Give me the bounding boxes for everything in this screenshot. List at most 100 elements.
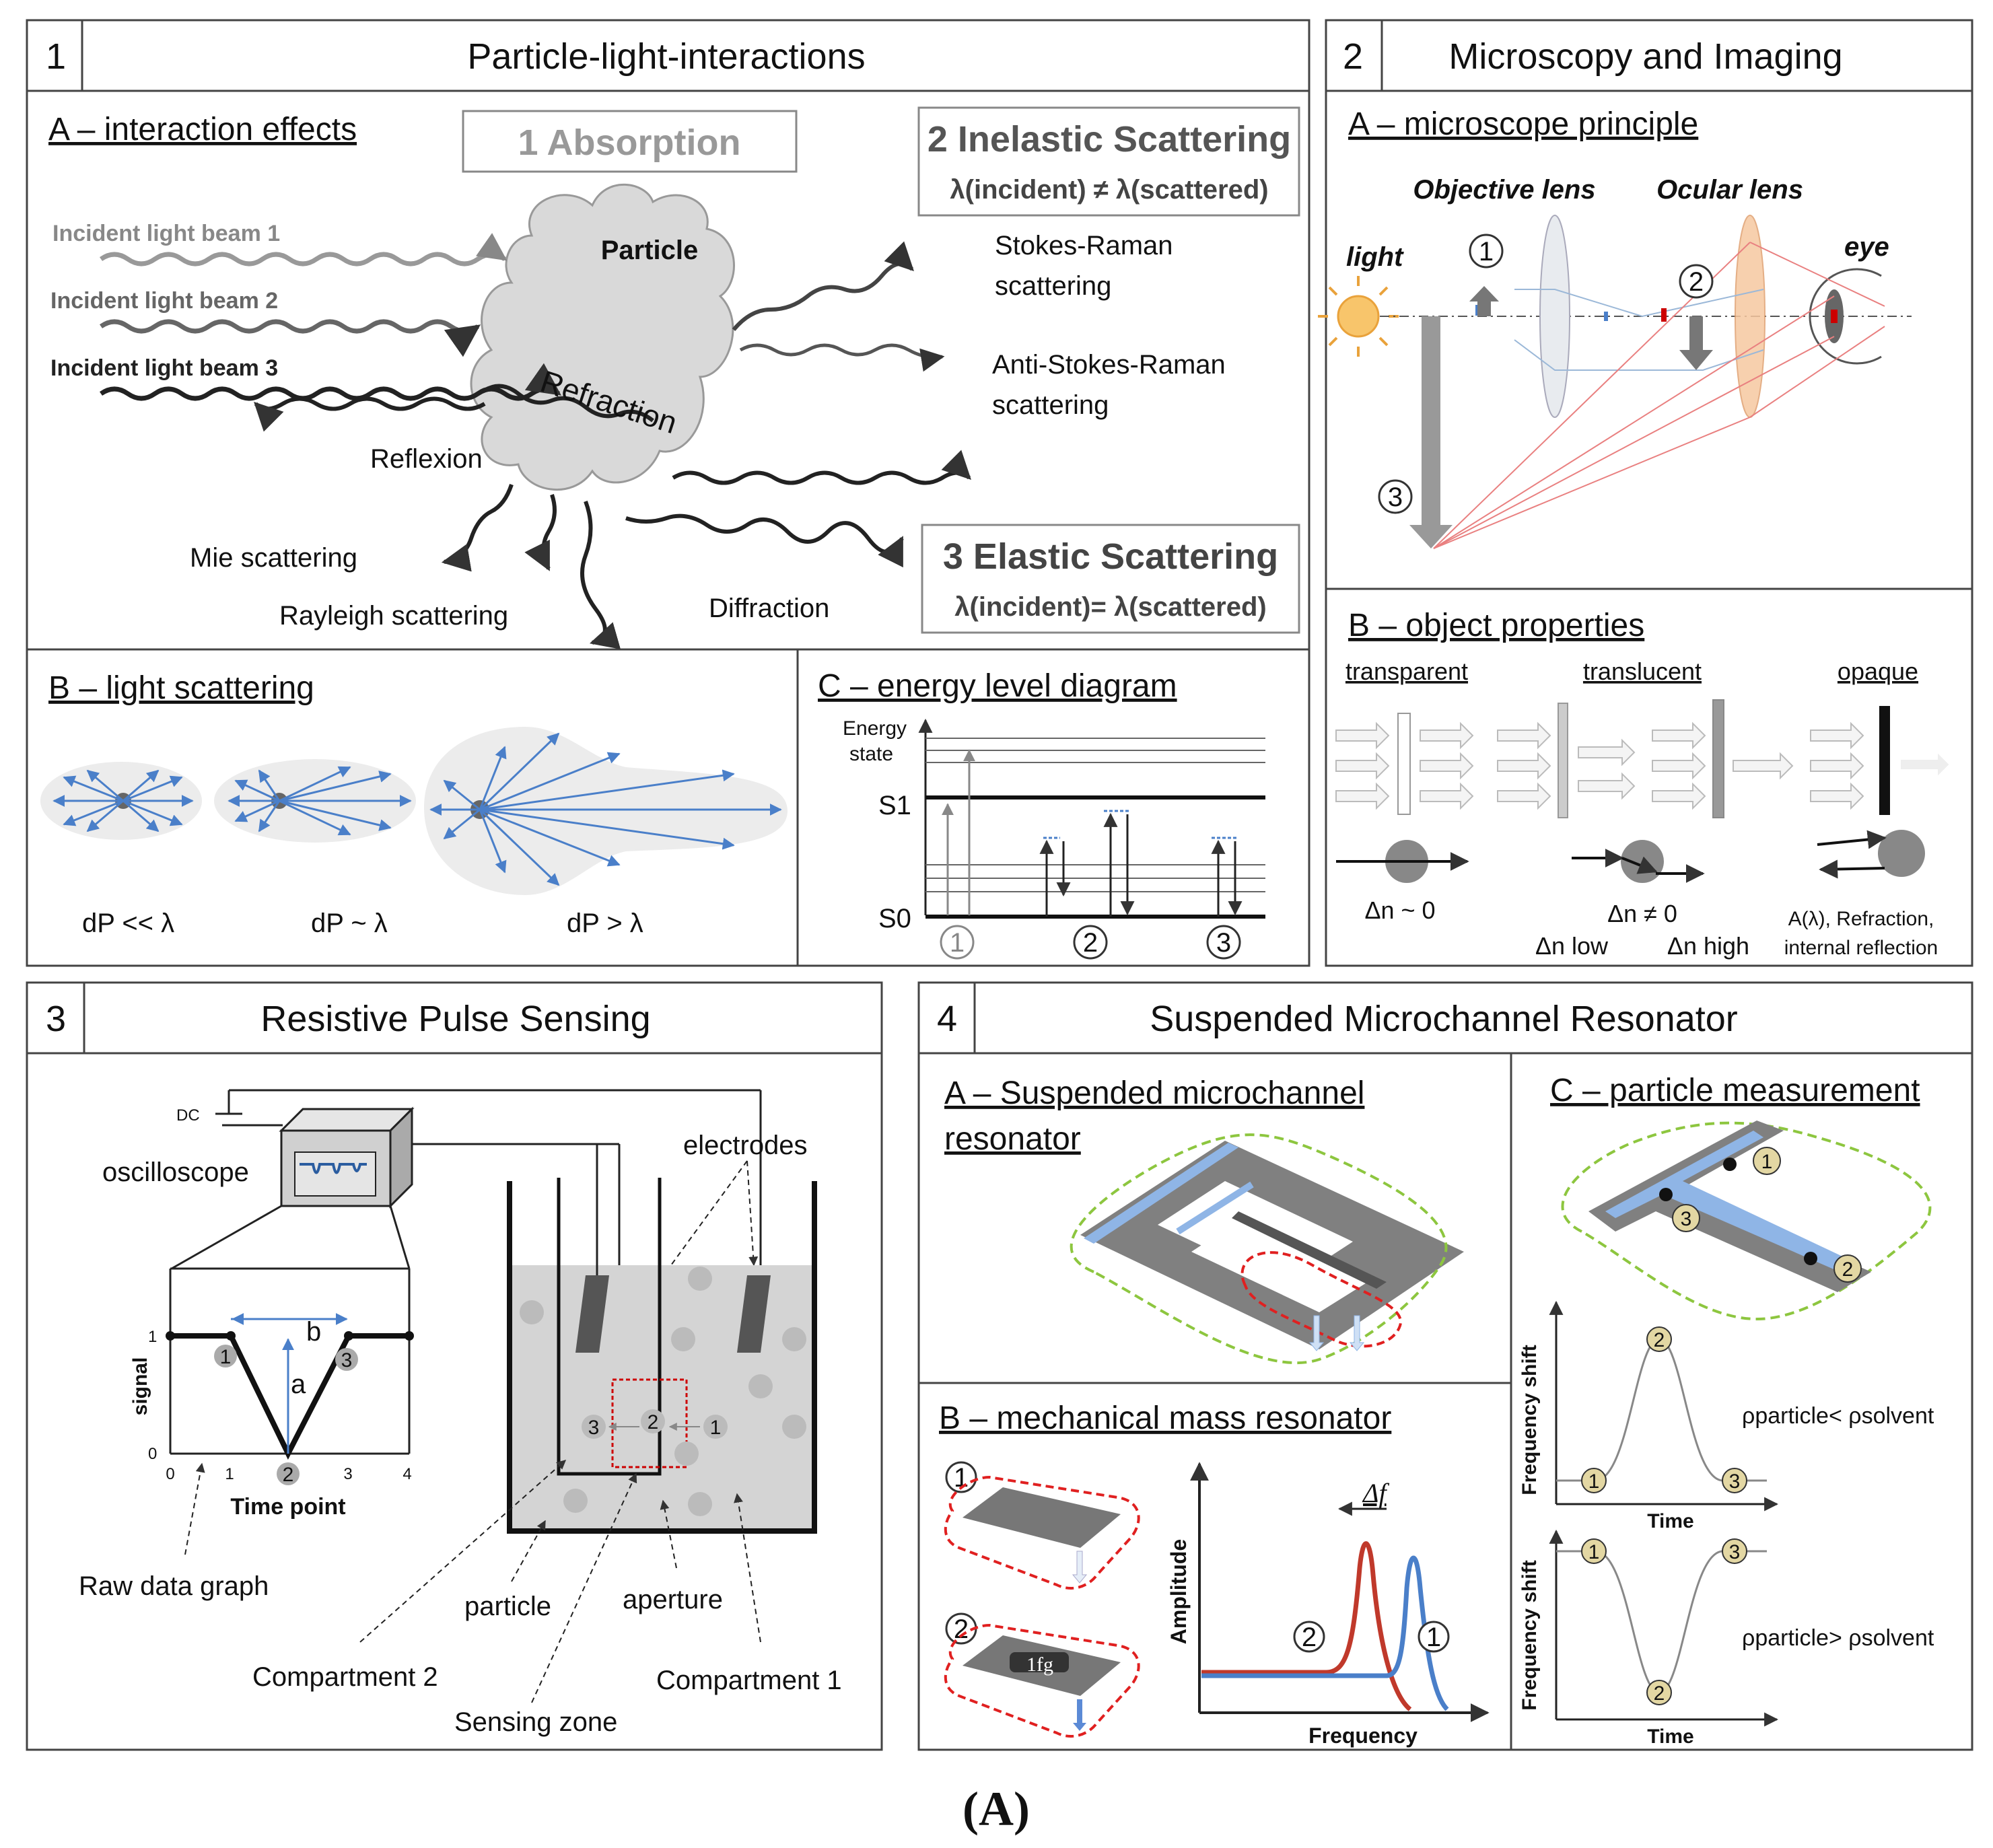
svg-text:3: 3: [1388, 483, 1403, 512]
dn-nonzero-label: Δn ≠ 0: [1607, 900, 1677, 927]
time-point-label: Time point: [230, 1494, 345, 1520]
inelastic-title: 2 Inelastic Scattering: [928, 119, 1291, 159]
energy-axis-label-1: Energy: [843, 717, 907, 740]
freq-shift-label-2: Frequency shift: [1518, 1560, 1541, 1710]
energy-axis-label-2: state: [849, 743, 893, 765]
dc-label: DC: [176, 1106, 200, 1125]
opaque-label: opaque: [1838, 658, 1918, 685]
svg-text:1: 1: [950, 928, 965, 958]
scatter-pattern-small: [40, 762, 202, 840]
oscilloscope-label: oscilloscope: [102, 1158, 249, 1187]
panel-1B-heading: B – light scattering: [48, 670, 314, 706]
svg-text:2: 2: [1654, 1682, 1665, 1705]
panel-1A-heading: A – interaction effects: [48, 112, 357, 147]
stokes-wave: [732, 241, 914, 331]
beam-1-wave: [99, 233, 508, 266]
raw-data-label: Raw data graph: [79, 1571, 269, 1601]
step-number-3: 3: [1378, 479, 1413, 514]
particle-marker-1: 1: [703, 1415, 728, 1439]
stokes-label-2: scattering: [995, 271, 1111, 301]
plot2-marker-1: 1: [1581, 1538, 1607, 1564]
channel-marker-3: 3: [1672, 1204, 1700, 1232]
graph-point-3: 3: [335, 1348, 358, 1372]
objective-lens: [1539, 215, 1570, 418]
elastic-equation: λ(incident)= λ(scattered): [954, 592, 1266, 622]
pointer-lines: [359, 1460, 761, 1703]
image-arrow: [1679, 316, 1713, 370]
svg-text:2: 2: [1302, 1623, 1317, 1652]
svg-text:1: 1: [1588, 1541, 1600, 1563]
light-label: light: [1346, 242, 1404, 272]
step-number-2: 2: [1679, 264, 1714, 299]
opaque-desc-1: A(λ), Refraction,: [1788, 908, 1934, 930]
elastic-title: 3 Elastic Scattering: [943, 536, 1278, 577]
graph-point-2: 2: [277, 1462, 300, 1486]
peak-1-number: 1: [1418, 1621, 1450, 1653]
compartment-2-label: Compartment 2: [252, 1662, 438, 1692]
panel-4-title: Suspended Microchannel Resonator: [1150, 999, 1738, 1039]
beam-1-label: Incident light beam 1: [53, 221, 280, 246]
dc-source-icon: [215, 1089, 762, 1279]
x-tick-4: 4: [403, 1465, 411, 1483]
antistokes-wave: [739, 343, 945, 372]
x-tick-1: 1: [225, 1465, 234, 1483]
plot1-marker-1: 1: [1581, 1468, 1607, 1493]
dn-zero-label: Δn ~ 0: [1364, 896, 1435, 924]
virtual-image-arrow: [1409, 316, 1453, 548]
svg-text:1: 1: [1588, 1470, 1600, 1493]
panel-1: 1 Particle-light-interactions A – intera…: [26, 19, 1310, 967]
particle-cloud: [470, 183, 735, 491]
time-label-2: Time: [1647, 1726, 1693, 1748]
dp-large-label: dP > λ: [567, 909, 643, 938]
reflexion-label: Reflexion: [370, 444, 483, 474]
aperture-label: aperture: [623, 1585, 723, 1614]
panel-4A-heading-2: resonator: [944, 1121, 1081, 1157]
opaque-arrows: [1810, 706, 1949, 815]
diffraction-wave: [625, 513, 904, 568]
object-arrow: [1469, 286, 1499, 316]
channel-marker-1: 1: [1753, 1147, 1781, 1175]
sun-icon: [1318, 276, 1399, 357]
y-tick-1: 1: [148, 1328, 157, 1346]
svg-text:3: 3: [1729, 1470, 1741, 1493]
transition-number-1: 1: [940, 925, 975, 960]
figure-caption: (A): [963, 1782, 1030, 1836]
x-tick-3: 3: [343, 1465, 352, 1483]
beam-2-wave: [99, 319, 481, 357]
absorption-label: 1 Absorption: [518, 122, 741, 163]
refraction-wave: [483, 384, 654, 423]
panel-3-title: Resistive Pulse Sensing: [260, 999, 650, 1039]
svg-text:2: 2: [1842, 1258, 1854, 1281]
x-ticks: 0 1 3 4: [166, 1465, 411, 1483]
svg-text:1: 1: [1479, 237, 1494, 266]
rho-heavier-label: ρparticle> ρsolvent: [1742, 1625, 1934, 1651]
transparent-label: transparent: [1345, 658, 1468, 685]
inelastic-equation: λ(incident) ≠ λ(scattered): [950, 175, 1268, 205]
svg-text:3: 3: [1216, 928, 1231, 958]
step-number-1: 1: [1469, 234, 1504, 269]
svg-text:1: 1: [220, 1346, 232, 1368]
svg-text:2: 2: [954, 1614, 969, 1644]
svg-text:3: 3: [341, 1349, 353, 1372]
ocular-lens-label: Ocular lens: [1656, 175, 1803, 205]
beam-3-wave: [99, 363, 562, 401]
antistokes-label-1: Anti-Stokes-Raman: [992, 350, 1226, 380]
translucent-label: translucent: [1583, 658, 1702, 685]
dp-equal-label: dP ~ λ: [311, 909, 388, 938]
opaque-desc-2: internal reflection: [1784, 937, 1938, 959]
panel-4B-heading: B – mechanical mass resonator: [939, 1400, 1391, 1436]
raw-data-graph: [166, 1267, 414, 1460]
diffraction-label: Diffraction: [709, 594, 829, 623]
svg-text:3: 3: [1681, 1208, 1692, 1230]
panel-3: 3 Resistive Pulse Sensing DC oscilloscop…: [26, 981, 883, 1751]
panel-4-number: 4: [937, 999, 957, 1039]
energy-transitions: [942, 749, 1243, 917]
translucent-arrows: [1497, 699, 1794, 818]
x-tick-0: 0: [166, 1465, 174, 1483]
signal-axis-label: signal: [129, 1357, 151, 1416]
transition-number-3: 3: [1206, 925, 1241, 960]
scatter-pattern-medium: [214, 759, 416, 843]
rayleigh-wave: [524, 494, 557, 571]
label-b: b: [306, 1317, 321, 1347]
rayleigh-label: Rayleigh scattering: [279, 601, 508, 631]
